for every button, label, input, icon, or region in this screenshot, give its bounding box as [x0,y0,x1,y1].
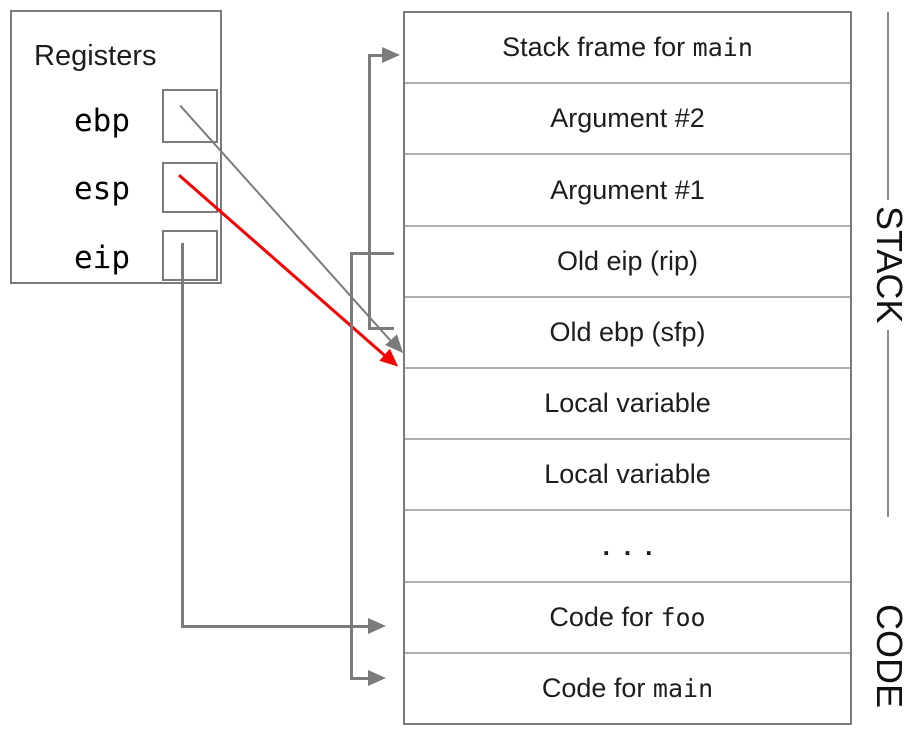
saved-ebp-arrow-horizontal [368,54,382,57]
memory-row-label-mono: main [652,673,714,703]
memory-row-label: ... [602,530,667,561]
memory-row-old-ebp: Old ebp (sfp) [405,295,850,367]
registers-panel-title: Registers [34,40,157,72]
memory-row-label: Local variable [544,388,711,419]
register-label-ebp: ebp [74,103,130,139]
memory-row-argument-1: Argument #1 [405,153,850,224]
saved-ebp-arrowhead-icon [382,47,400,63]
saved-eip-arrow-tick [350,252,394,255]
memory-row-label: Stack frame for [502,32,693,63]
stack-bracket-line-bottom [887,330,889,517]
memory-row-code-for-foo: Code for foo [405,580,850,652]
code-section-label: CODE [869,604,910,709]
memory-row-label: Old eip (rip) [556,245,699,276]
memory-row-ellipsis: ... [405,509,850,580]
memory-row-label-mono: foo [660,602,706,632]
register-label-esp: esp [74,171,130,207]
memory-row-local-variable-1: Local variable [405,367,850,438]
saved-eip-arrow-horizontal [350,677,368,680]
eip-arrow-vertical [181,243,184,627]
memory-row-label: Code for [549,601,661,632]
eip-arrowhead-icon [368,618,386,634]
stack-bracket-line-top [887,12,889,200]
saved-ebp-arrow-vertical [368,54,371,329]
memory-row-label: Argument #2 [550,103,705,134]
register-cell-ebp [162,89,218,143]
memory-table: Stack frame for main Argument #2 Argumen… [403,11,852,725]
register-cell-eip [162,230,218,281]
memory-row-old-eip: Old eip (rip) [405,224,850,296]
saved-ebp-arrow-tick [368,327,394,330]
memory-row-label: Local variable [544,459,711,490]
saved-eip-arrowhead-icon [368,670,386,686]
registers-panel: Registers ebp esp eip [10,10,222,284]
memory-row-code-for-main: Code for main [405,651,850,723]
eip-arrow-horizontal [181,625,368,628]
memory-row-argument-2: Argument #2 [405,82,850,153]
memory-row-label-mono: main [692,33,753,63]
saved-eip-arrow-vertical [350,252,353,679]
memory-row-label: Code for [541,672,653,703]
register-label-eip: eip [74,240,130,276]
stack-section-label: STACK [869,206,910,324]
memory-row-label: Old ebp (sfp) [549,316,706,347]
memory-row-stack-frame-main: Stack frame for main [405,13,850,82]
memory-row-label: Argument #1 [550,174,705,205]
memory-row-local-variable-2: Local variable [405,438,850,509]
